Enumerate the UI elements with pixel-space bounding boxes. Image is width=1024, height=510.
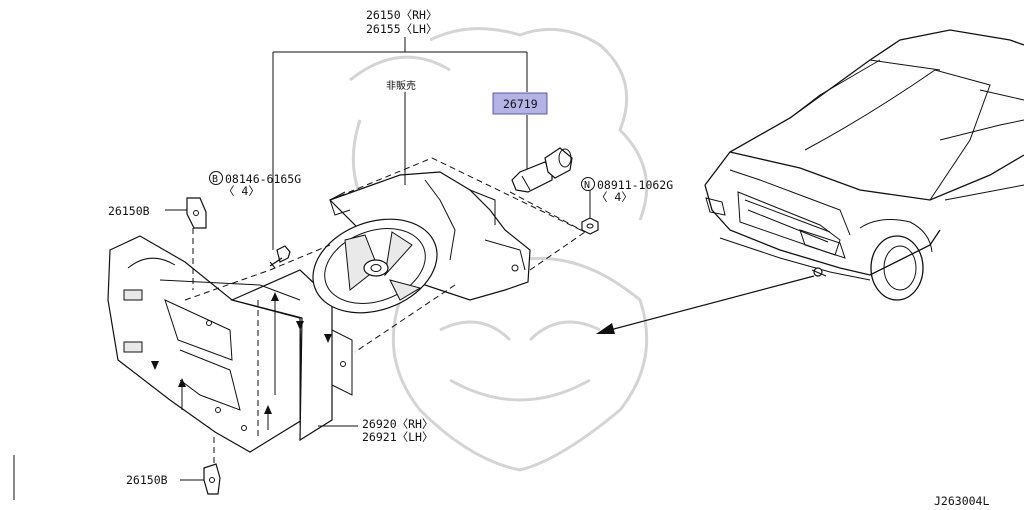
bolt-symbol-circle	[209, 171, 223, 185]
label-nut-symbol: N	[584, 180, 590, 191]
nut-symbol-circle	[581, 177, 595, 191]
clip-bottom	[180, 463, 221, 495]
label-nut-qty: 〈 4〉	[596, 190, 633, 204]
location-arrow	[596, 275, 815, 334]
bulb-highlight	[492, 92, 548, 115]
diagram-id: J263004L	[934, 494, 989, 508]
label-not-sold: 非販売	[386, 79, 416, 92]
label-bolt[interactable]: 08146-6165G	[225, 172, 301, 186]
label-bulb[interactable]: 26719	[503, 97, 538, 111]
label-lamp-lh[interactable]: 26155〈LH〉	[366, 22, 437, 36]
vehicle-outline	[704, 29, 1024, 301]
nut-part	[581, 190, 599, 235]
label-clip-bottom[interactable]: 26150B	[126, 473, 168, 487]
label-nut[interactable]: 08911-1062G	[597, 178, 673, 192]
bracket-assembly	[107, 235, 353, 453]
bolt-part	[269, 245, 291, 269]
lamp-leader-lines	[272, 37, 528, 250]
clip-top	[165, 197, 207, 229]
label-bracket-rh[interactable]: 26920〈RH〉	[362, 417, 433, 431]
label-clip-top[interactable]: 26150B	[108, 204, 150, 218]
label-bracket-lh[interactable]: 26921〈LH〉	[362, 430, 433, 444]
label-lamp-rh[interactable]: 26150〈RH〉	[366, 8, 437, 22]
label-bolt-symbol: B	[212, 174, 218, 185]
fog-lamp	[312, 171, 531, 314]
bulb-26719	[511, 147, 573, 193]
label-bolt-qty: 〈 4〉	[223, 184, 260, 198]
